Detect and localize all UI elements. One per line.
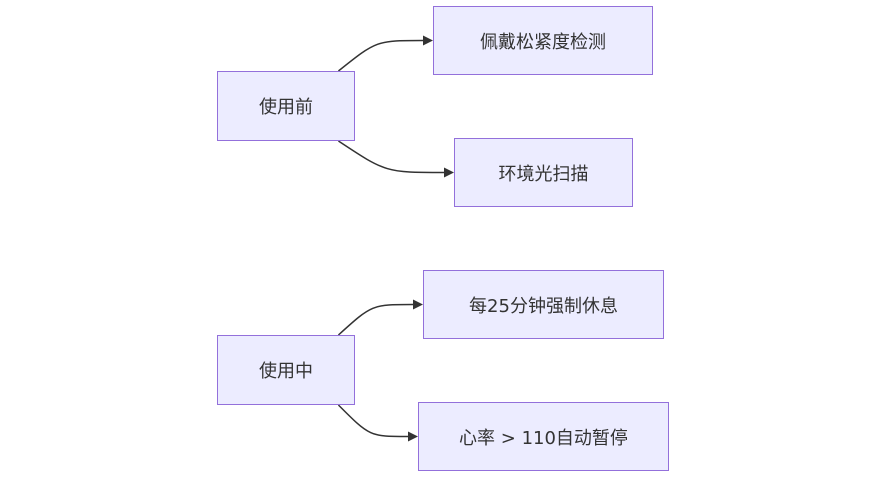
arrowhead-rest_break xyxy=(413,299,423,310)
node-during-use: 使用中 xyxy=(217,335,355,405)
node-ambient-scan: 环境光扫描 xyxy=(454,138,633,207)
node-heart-rate-pause: 心率 > 110自动暂停 xyxy=(418,402,669,471)
node-rest-break: 每25分钟强制休息 xyxy=(423,270,664,339)
edge-before_use-to-fit_check xyxy=(337,39,424,72)
node-fit-check: 佩戴松紧度检测 xyxy=(433,6,653,75)
edge-before_use-to-ambient_scan xyxy=(338,140,445,174)
node-before-use: 使用前 xyxy=(217,71,355,141)
arrowhead-fit_check xyxy=(423,35,433,46)
edge-during_use-to-hr_pause xyxy=(337,404,409,438)
arrowhead-hr_pause xyxy=(408,431,418,442)
arrowhead-ambient_scan xyxy=(444,167,454,178)
edge-during_use-to-rest_break xyxy=(337,303,414,336)
